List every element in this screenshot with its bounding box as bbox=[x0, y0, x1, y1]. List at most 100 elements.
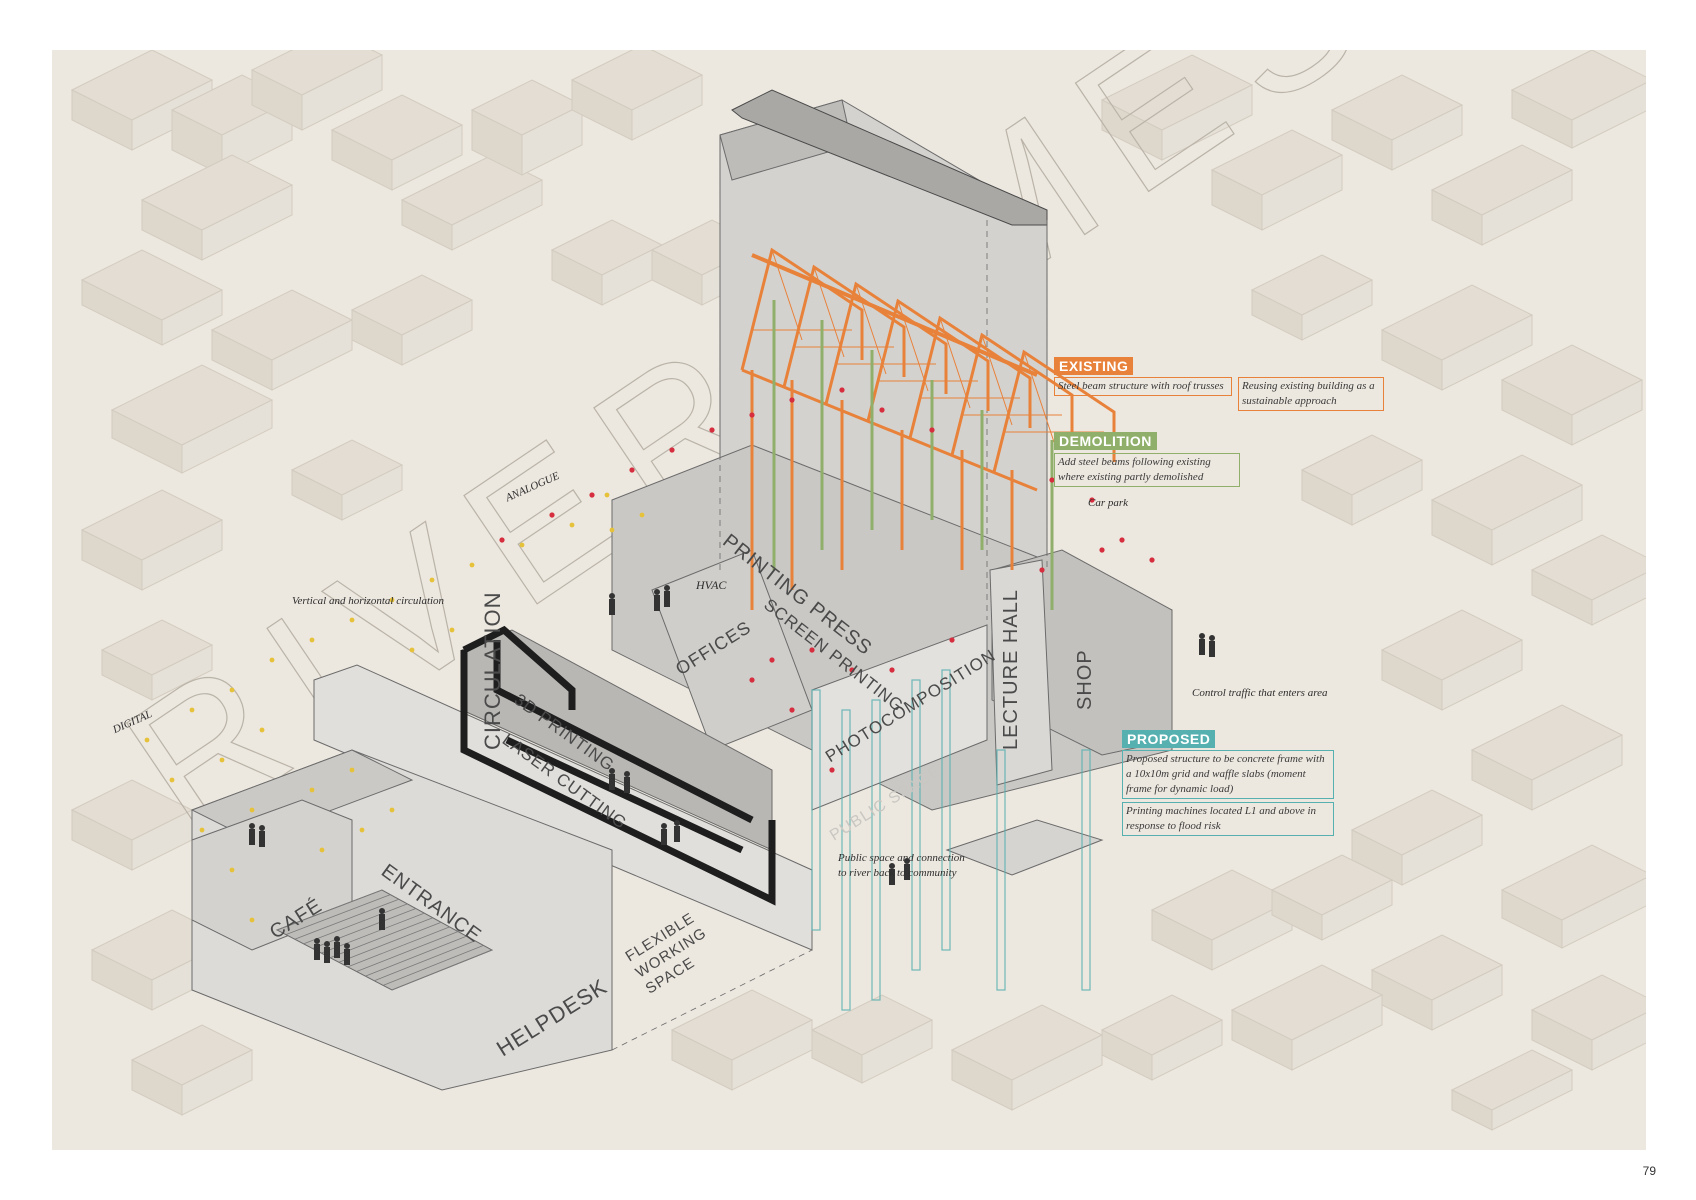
person-figure bbox=[624, 771, 630, 793]
legend-proposed-note-1: Proposed structure to be concrete frame … bbox=[1122, 750, 1334, 799]
stair-step bbox=[276, 889, 383, 931]
context-block bbox=[1100, 54, 1254, 161]
context-block-side bbox=[1291, 994, 1383, 1071]
context-block bbox=[1510, 50, 1646, 149]
context-block bbox=[210, 289, 354, 391]
circulation-frame bbox=[460, 625, 776, 906]
analogue-dot bbox=[809, 647, 815, 653]
analogue-dot bbox=[1149, 557, 1155, 563]
zone-lecture-hall: LECTURE HALL bbox=[1000, 589, 1022, 750]
analogue-dot bbox=[1099, 547, 1105, 553]
context-block-side bbox=[1571, 82, 1646, 149]
context-block bbox=[1530, 974, 1646, 1071]
person-figure bbox=[259, 825, 265, 847]
person-head bbox=[344, 943, 350, 949]
person-head bbox=[664, 585, 670, 591]
context-block-side bbox=[1401, 814, 1483, 886]
zone-shop: SHOP bbox=[1074, 649, 1096, 710]
context-block-side bbox=[161, 289, 223, 346]
context-block-side bbox=[341, 464, 403, 521]
axonometric-drawing: RIVERTIMES bbox=[70, 50, 1646, 1131]
context-block bbox=[330, 94, 464, 191]
annotation-public-space: Public space and connection to river bac… bbox=[838, 852, 965, 879]
analogue-dot bbox=[589, 492, 595, 498]
dashed-guides bbox=[611, 135, 1048, 1051]
context-block-side bbox=[1531, 734, 1623, 811]
analogue-dot bbox=[949, 637, 955, 643]
legend-existing-note-1: Steel beam structure with roof trusses bbox=[1054, 377, 1232, 396]
proposed-column bbox=[1081, 749, 1091, 991]
context-block bbox=[1210, 129, 1344, 231]
person-body bbox=[324, 947, 330, 963]
digital-dot bbox=[569, 522, 575, 528]
context-block-side bbox=[141, 519, 223, 591]
context-block-side bbox=[1431, 964, 1503, 1031]
legend-existing-heading: EXISTING bbox=[1054, 357, 1134, 375]
analogue-dot bbox=[1089, 497, 1095, 503]
stair-step bbox=[303, 903, 408, 945]
analogue-dot bbox=[549, 512, 555, 518]
context-block bbox=[290, 439, 404, 521]
context-block bbox=[1500, 344, 1644, 446]
digital-dot bbox=[604, 492, 610, 498]
analogue-dot bbox=[879, 407, 885, 413]
roof-truss bbox=[740, 247, 864, 371]
truss-web bbox=[939, 317, 971, 409]
stair-step bbox=[338, 921, 442, 963]
digital-dot bbox=[269, 657, 275, 663]
roof-truss bbox=[908, 315, 1032, 439]
context-block-side bbox=[391, 124, 463, 191]
context-block-side bbox=[1151, 1019, 1223, 1081]
analogue-dot bbox=[1049, 477, 1055, 483]
person-figure bbox=[904, 858, 910, 880]
context-city-blocks bbox=[70, 50, 1646, 1131]
context-block-side bbox=[1571, 379, 1643, 446]
person-figure bbox=[324, 941, 330, 963]
digital-dot bbox=[309, 787, 315, 793]
digital-dot bbox=[639, 512, 645, 518]
analogue-dot bbox=[849, 667, 855, 673]
context-block bbox=[1380, 284, 1534, 391]
digital-dot bbox=[249, 917, 255, 923]
analogue-dot bbox=[929, 427, 935, 433]
digital-dot bbox=[199, 827, 205, 833]
digital-dot bbox=[609, 527, 615, 533]
digital-dot bbox=[519, 542, 525, 548]
truss-web bbox=[897, 300, 929, 392]
person-body bbox=[624, 777, 630, 793]
stair-step bbox=[356, 931, 459, 972]
person-head bbox=[334, 936, 340, 942]
context-block-side bbox=[1301, 279, 1373, 341]
context-block bbox=[1470, 704, 1624, 811]
person-head bbox=[904, 858, 910, 864]
annotation-car-park: Car park bbox=[1088, 497, 1129, 509]
digital-dot bbox=[309, 637, 315, 643]
person-figure bbox=[664, 585, 670, 607]
context-block-side bbox=[1491, 1069, 1573, 1131]
analogue-dot bbox=[789, 707, 795, 713]
person-figure bbox=[661, 823, 667, 845]
person-figure bbox=[379, 908, 385, 930]
analogue-dot bbox=[749, 412, 755, 418]
analogue-dot bbox=[829, 767, 835, 773]
legend-demolition-heading: DEMOLITION bbox=[1054, 432, 1157, 450]
person-head bbox=[661, 823, 667, 829]
person-body bbox=[664, 591, 670, 607]
analogue-dot bbox=[749, 677, 755, 683]
digital-dot bbox=[409, 647, 415, 653]
truss-web bbox=[981, 334, 1013, 426]
analogue-dot bbox=[1039, 567, 1045, 573]
context-block bbox=[1270, 854, 1394, 941]
proposed-column bbox=[911, 679, 921, 971]
person-figure bbox=[889, 863, 895, 885]
digital-dot bbox=[189, 707, 195, 713]
stair-step bbox=[383, 945, 484, 986]
context-block bbox=[80, 489, 224, 591]
analogue-dot bbox=[889, 667, 895, 673]
analogue-dot bbox=[669, 447, 675, 453]
analogue-dot bbox=[629, 467, 635, 473]
person-figure bbox=[1209, 635, 1215, 657]
context-block-side bbox=[1261, 154, 1343, 231]
person-figure bbox=[609, 593, 615, 615]
proposed-column bbox=[841, 709, 851, 1011]
